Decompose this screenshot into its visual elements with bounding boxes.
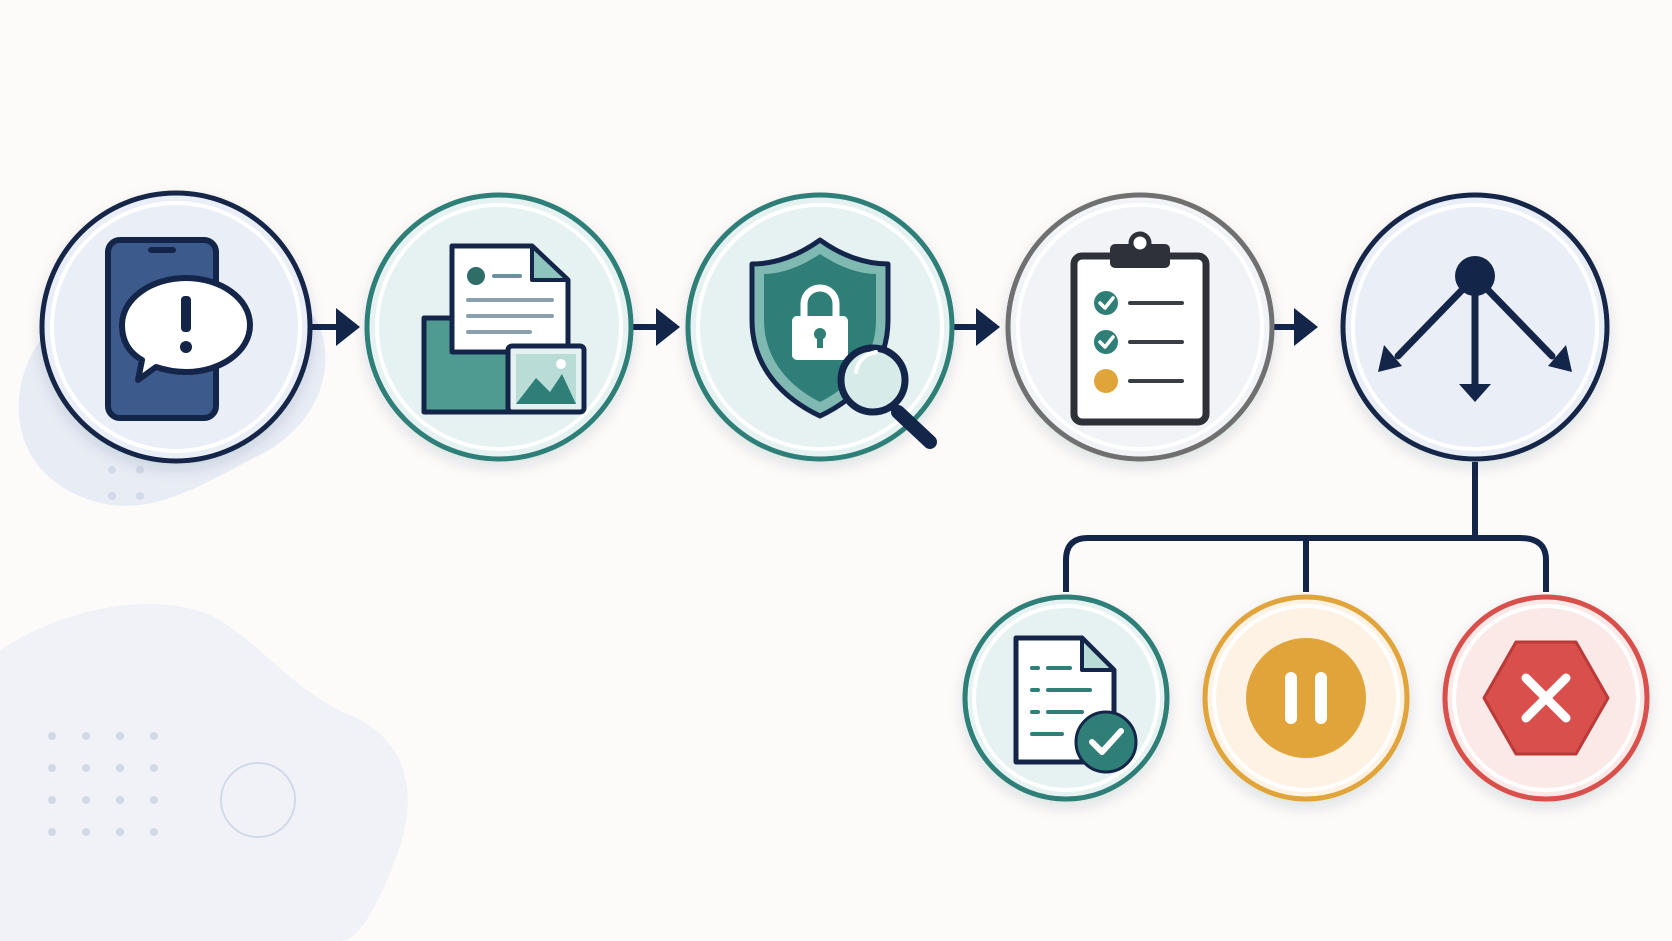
outcome-rejected (1442, 594, 1650, 802)
decor-dots-top (108, 466, 144, 500)
pause-icon (1246, 638, 1366, 758)
clipboard-checklist-icon (1070, 231, 1210, 426)
outcome-paused (1202, 594, 1410, 802)
flow-arrows (310, 308, 1318, 346)
arrow-1 (310, 308, 360, 346)
step-inspect (685, 192, 955, 462)
step-review (1005, 192, 1275, 462)
shield-lock-search-icon (749, 237, 937, 449)
folder-documents-icon (421, 243, 587, 415)
arrow-4 (1270, 308, 1318, 346)
decor-blob-bottom (0, 603, 408, 941)
branch-connector (1063, 462, 1549, 592)
step-report (39, 190, 313, 464)
octagon-x-icon (1482, 640, 1610, 756)
outcome-approved (962, 594, 1170, 802)
arrow-3 (952, 308, 1000, 346)
step-decide (1340, 192, 1610, 462)
document-check-icon (1013, 635, 1138, 774)
arrow-2 (632, 308, 680, 346)
branching-arrows-icon (1378, 256, 1572, 402)
step-collect (364, 192, 634, 462)
phone-alert-icon (105, 237, 253, 421)
decor-ring (220, 762, 296, 838)
decor-dots-bottom (48, 732, 158, 836)
